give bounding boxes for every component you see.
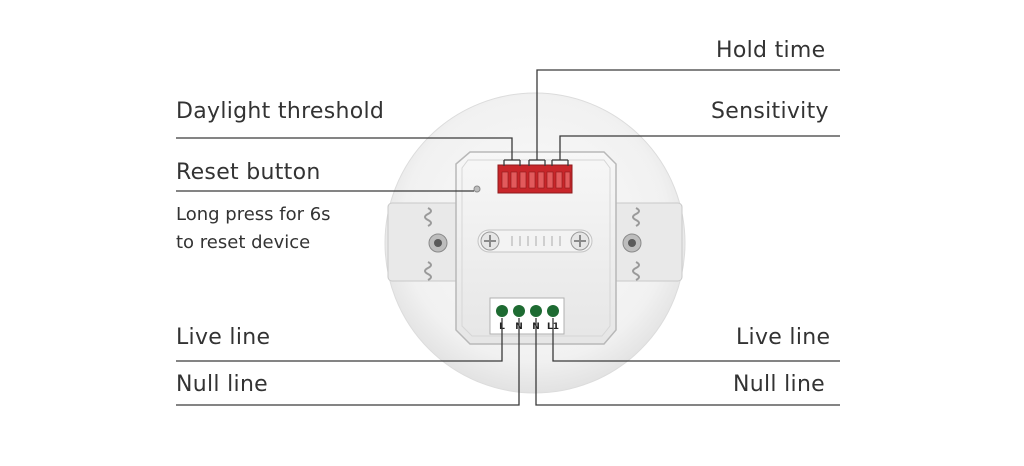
- spring-clip-left: [387, 202, 461, 282]
- label-reset-note-line1: Long press for 6s: [176, 204, 331, 225]
- label-reset-button: Reset button: [176, 160, 321, 185]
- leader-sensitivity: [559, 135, 840, 160]
- leader-lines: [176, 69, 840, 406]
- label-null-line-left: Null line: [176, 372, 269, 397]
- terminal-dot-l: [496, 305, 508, 317]
- spring-clip-right: [609, 202, 683, 282]
- label-reset-note-line2: to reset device: [176, 232, 311, 253]
- leader-null-line-left: [176, 318, 520, 406]
- label-live-line-left: Live line: [176, 325, 271, 350]
- label-null-line-right: Null line: [733, 372, 826, 397]
- leader-live-line-right: [552, 318, 840, 362]
- terminal-dot-n1: [513, 305, 525, 317]
- terminal-dot-n2: [530, 305, 542, 317]
- leader-daylight-threshold: [176, 137, 513, 160]
- leader-hold-time: [536, 69, 840, 160]
- leader-live-line-left: [176, 318, 503, 362]
- label-hold-time: Hold time: [716, 38, 826, 63]
- label-sensitivity: Sensitivity: [711, 99, 829, 124]
- terminal-dot-l1: [547, 305, 559, 317]
- dip-switch[interactable]: [497, 164, 573, 194]
- label-daylight-threshold: Daylight threshold: [176, 99, 385, 124]
- leader-null-line-right: [535, 318, 840, 406]
- label-live-line-right: Live line: [736, 325, 831, 350]
- reset-button[interactable]: [473, 185, 481, 193]
- center-bracket: [477, 229, 593, 253]
